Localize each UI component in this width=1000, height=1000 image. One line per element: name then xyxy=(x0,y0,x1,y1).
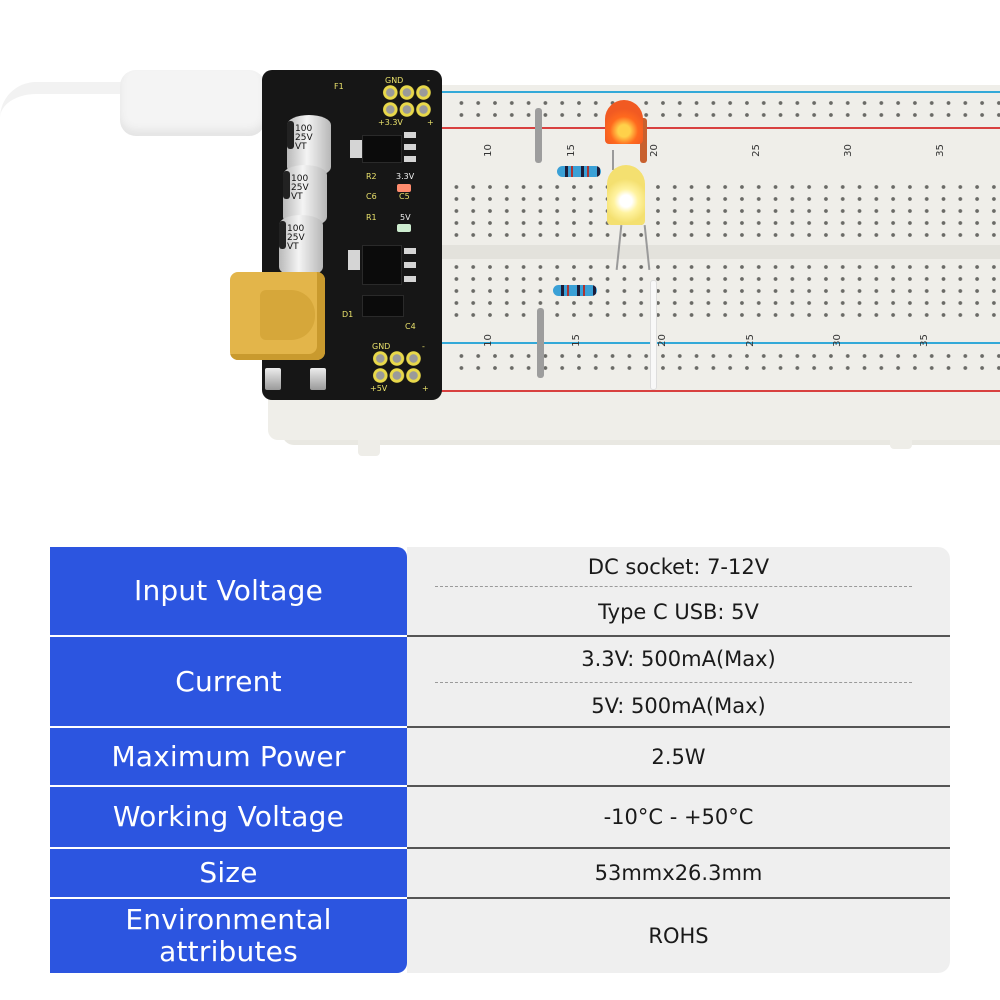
dc-jack-pin xyxy=(310,368,326,390)
bb-number: 15 xyxy=(570,334,582,347)
pad xyxy=(404,276,416,282)
bb-number: 30 xyxy=(842,144,854,157)
bb-number: 20 xyxy=(656,334,668,347)
bb-number: 30 xyxy=(831,334,843,347)
pad xyxy=(348,250,360,270)
spec-value: ROHS xyxy=(648,924,709,948)
spec-value: 53mmx26.3mm xyxy=(594,861,763,885)
jumper-wire-white xyxy=(650,280,657,390)
silk-c6: C6 xyxy=(366,192,377,201)
rail-line-red-bottom xyxy=(438,390,1000,392)
bb-number: 10 xyxy=(482,334,494,347)
spec-row-maximum-power: 2.5W xyxy=(407,728,950,787)
bb-number: 25 xyxy=(744,334,756,347)
electrolytic-capacitor: 100 25V VT xyxy=(279,215,323,277)
dc-barrel-jack xyxy=(230,272,325,360)
terminal-holes-top xyxy=(448,181,1000,243)
regulator-ic xyxy=(362,245,402,285)
spec-row-current: 3.3V: 500mA(Max) 5V: 500mA(Max) xyxy=(407,637,950,728)
led-red xyxy=(605,100,643,144)
bb-number: 25 xyxy=(750,144,762,157)
silk-plus: + xyxy=(422,384,429,393)
pad xyxy=(404,144,416,150)
bb-number: 35 xyxy=(918,334,930,347)
silk-r1: R1 xyxy=(366,213,377,222)
spec-row-working-voltage: -10°C - +50°C xyxy=(407,787,950,849)
rail-line-blue-bottom xyxy=(438,342,1000,344)
jumper-wire-orange xyxy=(640,118,647,163)
rail-line-blue-top xyxy=(438,91,1000,93)
resistor xyxy=(557,166,601,177)
silk-5v: +5V xyxy=(370,384,388,393)
silk-minus: - xyxy=(427,76,430,85)
silk-minus: - xyxy=(422,342,425,351)
pad xyxy=(350,140,362,158)
spec-value: DC socket: 7-12V xyxy=(587,554,770,579)
bb-number: 35 xyxy=(934,144,946,157)
pad xyxy=(404,132,416,138)
smd-led-5v xyxy=(397,224,411,232)
jumper-wire-gray xyxy=(537,308,544,378)
smd-led-3v3 xyxy=(397,184,411,192)
dc-jack-pin xyxy=(265,368,281,390)
power-rail-holes-top xyxy=(453,97,1000,123)
terminal-holes-bottom xyxy=(448,261,1000,323)
led-lead xyxy=(612,150,614,170)
spec-value: 5V: 500mA(Max) xyxy=(591,694,766,718)
pin-header-bottom xyxy=(372,350,422,384)
silk-5v-led: 5V xyxy=(400,213,411,222)
spec-label-column: Input Voltage Current Maximum Power Work… xyxy=(50,547,407,973)
spec-value: -10°C - +50°C xyxy=(603,805,754,829)
dashed-divider xyxy=(435,586,912,587)
pad xyxy=(404,248,416,254)
silk-3v3: +3.3V xyxy=(378,118,403,127)
spec-label-current: Current xyxy=(50,637,407,728)
silk-gnd: GND xyxy=(385,76,404,85)
jumper-wire-gray xyxy=(535,108,542,163)
spec-row-environmental-attributes: ROHS xyxy=(407,899,950,973)
center-channel xyxy=(268,245,1000,259)
spec-label-working-voltage: Working Voltage xyxy=(50,787,407,849)
led-yellow xyxy=(607,165,645,225)
spec-value: Type C USB: 5V xyxy=(598,600,759,624)
pad xyxy=(404,156,416,162)
spec-label-maximum-power: Maximum Power xyxy=(50,728,407,787)
spec-label-size: Size xyxy=(50,849,407,899)
silk-gnd: GND xyxy=(372,342,391,351)
pin-header-top xyxy=(382,84,432,118)
spec-value: 3.3V: 500mA(Max) xyxy=(581,647,776,671)
silk-c5: C5 xyxy=(399,192,410,201)
rail-line-red-top xyxy=(438,127,1000,129)
spec-table: Input Voltage Current Maximum Power Work… xyxy=(50,547,950,973)
dashed-divider xyxy=(435,682,912,683)
spec-value-column: DC socket: 7-12V Type C USB: 5V 3.3V: 50… xyxy=(407,547,950,973)
spec-label-input-voltage: Input Voltage xyxy=(50,547,407,637)
pad xyxy=(404,262,416,268)
resistor xyxy=(553,285,597,296)
bb-number: 20 xyxy=(648,144,660,157)
silk-plus: + xyxy=(427,118,434,127)
power-rail-holes-bottom xyxy=(453,350,1000,376)
silk-d1: D1 xyxy=(342,310,354,319)
usb-c-plug xyxy=(120,70,265,136)
spec-row-size: 53mmx26.3mm xyxy=(407,849,950,899)
bb-number: 15 xyxy=(565,144,577,157)
spec-value: 2.5W xyxy=(651,744,706,769)
spec-label-environmental-attributes: Environmental attributes xyxy=(125,903,332,968)
silk-c4: C4 xyxy=(405,322,416,331)
silk-3v3-led: 3.3V xyxy=(396,172,415,181)
silk-r2: R2 xyxy=(366,172,377,181)
silk-f1: F1 xyxy=(334,82,344,91)
diode xyxy=(362,295,404,317)
spec-row-input-voltage: DC socket: 7-12V Type C USB: 5V xyxy=(407,547,950,637)
regulator-ic xyxy=(362,135,402,163)
product-photo: 10 15 20 25 30 35 10 15 20 25 30 35 GND … xyxy=(0,70,1000,456)
bb-number: 10 xyxy=(482,144,494,157)
